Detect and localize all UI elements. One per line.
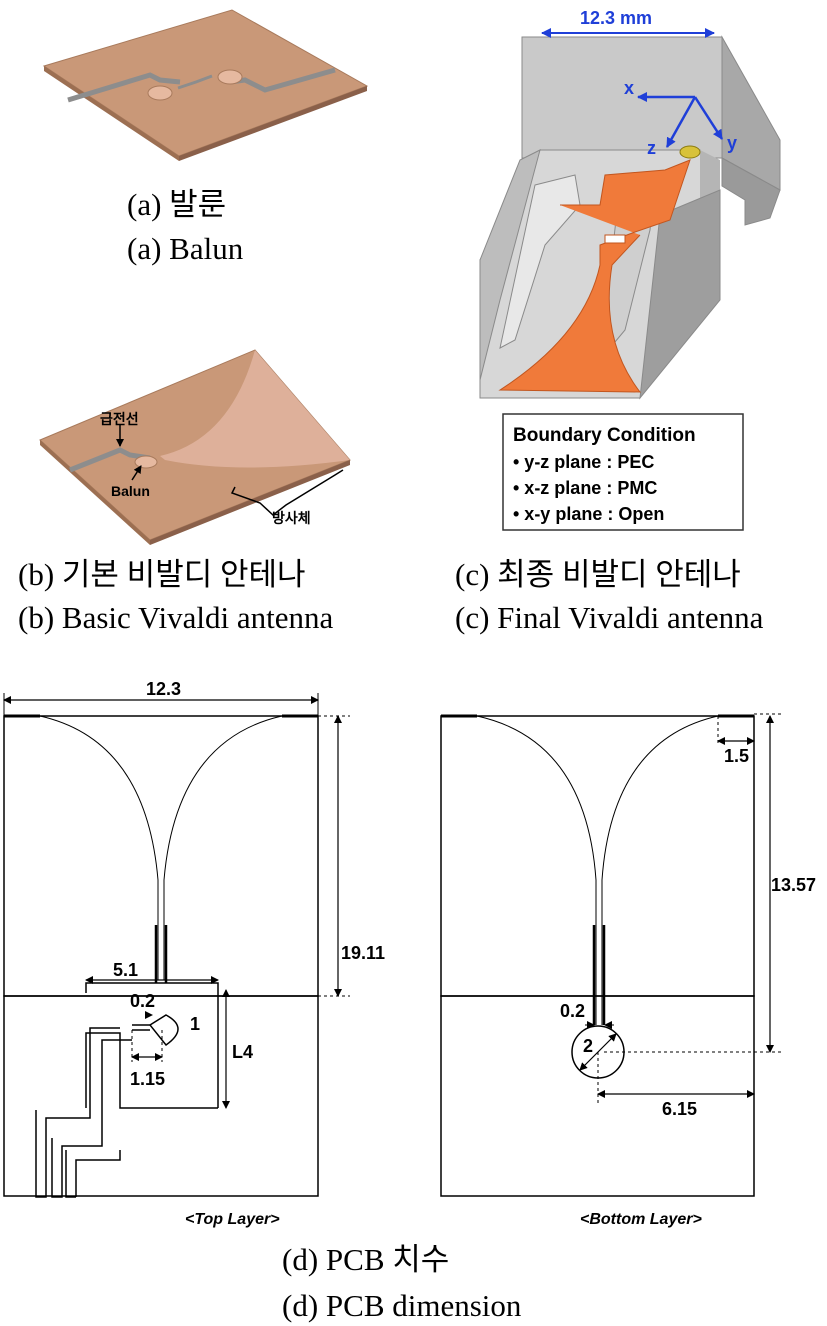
balun-pad-left <box>147 85 173 101</box>
radiator-brace <box>230 469 344 516</box>
bottom-edge-label: 1.5 <box>724 746 749 766</box>
bottom-layer-label: <Bottom Layer> <box>580 1211 702 1228</box>
balun-board <box>42 9 369 161</box>
slot-length-label: 13.57 <box>771 875 816 895</box>
boundary-title: Boundary Condition <box>513 425 696 446</box>
top-layer-label: <Top Layer> <box>185 1211 280 1228</box>
balun-feed-line-left <box>67 72 181 103</box>
basic-vivaldi-board <box>39 349 351 545</box>
top-height-label: 19.11 <box>341 943 385 963</box>
coax-feed <box>679 145 701 159</box>
balun-label-arrow <box>131 465 142 481</box>
width-dimension-label: 12.3 mm <box>580 8 652 28</box>
balun-pad <box>134 455 158 469</box>
boundary-condition-box <box>502 413 744 531</box>
boundary-item-yz: • y-z plane : PEC <box>513 452 654 472</box>
boundary-item-xy: • x-y plane : Open <box>513 504 664 524</box>
caption-c-korean: (c) 최종 비발디 안테나 <box>455 557 741 592</box>
stub-radius-label: 1 <box>190 1014 200 1034</box>
cavity-width-label: 5.1 <box>113 960 138 980</box>
top-width-label: 12.3 <box>146 679 181 699</box>
balun-label: Balun <box>111 483 150 499</box>
bottom-layer-drawing <box>440 714 755 1197</box>
caption-d-english: (d) PCB dimension <box>282 1288 522 1323</box>
final-vivaldi-model <box>479 35 781 400</box>
cavity-height-label: L4 <box>232 1042 253 1062</box>
y-axis-label: y <box>727 133 737 153</box>
stub-offset-label: 1.15 <box>130 1069 165 1089</box>
circle-diameter-label: 2 <box>583 1036 593 1056</box>
x-axis-label: x <box>624 78 634 98</box>
top-layer-drawing <box>3 714 319 1198</box>
y-axis-arrow <box>693 96 724 140</box>
top-gap-label: 0.2 <box>130 991 155 1011</box>
z-axis-arrow <box>665 96 697 148</box>
radiator-flare <box>160 350 350 468</box>
balun-pad-right <box>217 69 243 85</box>
boundary-item-xz: • x-z plane : PMC <box>513 478 657 498</box>
caption-a-english: (a) Balun <box>127 231 244 266</box>
feed-line-label: 급전선 <box>100 411 139 427</box>
caption-c-english: (c) Final Vivaldi antenna <box>455 600 764 635</box>
offset-label: 6.15 <box>662 1099 697 1119</box>
caption-b-english: (b) Basic Vivaldi antenna <box>18 600 333 635</box>
caption-a-korean: (a) 발룬 <box>127 187 226 222</box>
slot-gap-label: 0.2 <box>560 1001 585 1021</box>
z-axis-label: z <box>647 138 656 158</box>
radiator-label: 방사체 <box>272 510 311 526</box>
caption-d-korean: (d) PCB 치수 <box>282 1242 449 1277</box>
caption-b-korean: (b) 기본 비발디 안테나 <box>18 557 306 592</box>
